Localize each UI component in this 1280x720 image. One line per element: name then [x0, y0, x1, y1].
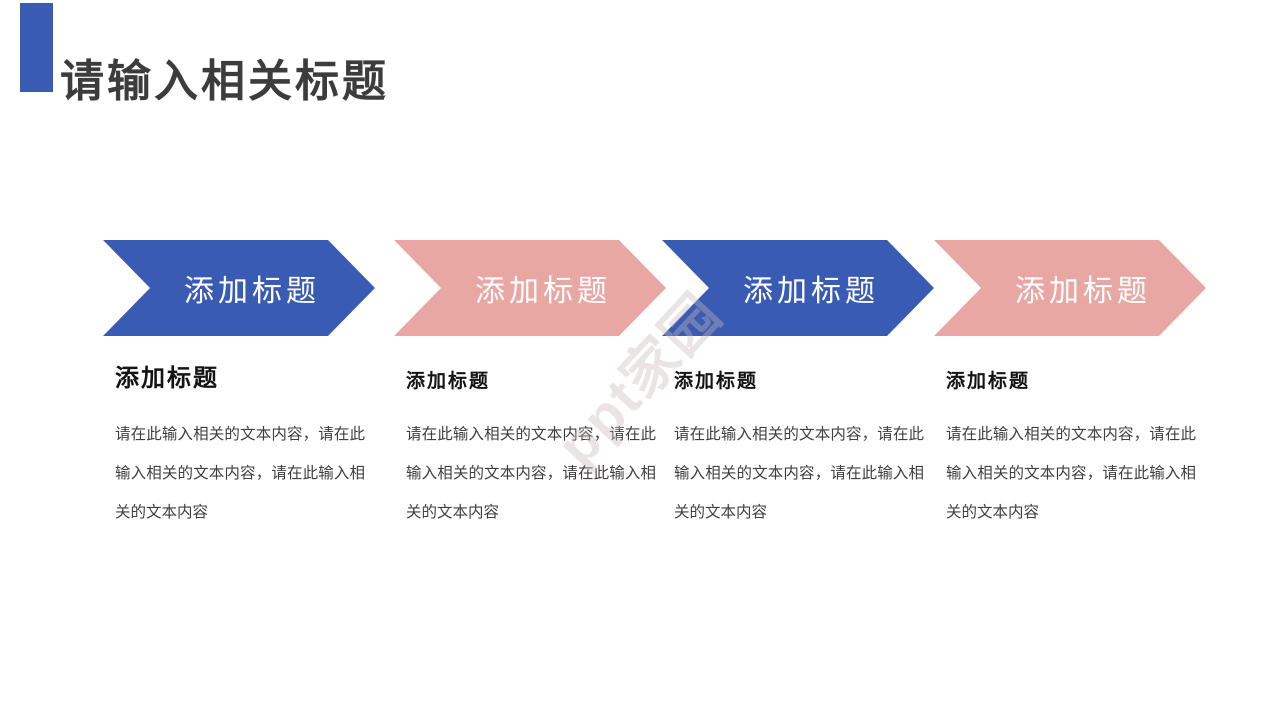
- chevron-arrow-shape: 添加标题: [103, 240, 375, 336]
- arrow-title-label: 添加标题: [1015, 275, 1151, 308]
- step-body-text: 请在此输入相关的文本内容，请在此输入相关的文本内容，请在此输入相关的文本内容: [115, 426, 365, 521]
- step-body-text: 请在此输入相关的文本内容，请在此输入相关的文本内容，请在此输入相关的文本内容: [406, 426, 656, 521]
- step-body-text: 请在此输入相关的文本内容，请在此输入相关的文本内容，请在此输入相关的文本内容: [946, 426, 1196, 521]
- title-accent-bar: [20, 3, 53, 92]
- chevron-arrow-shape: 添加标题: [394, 240, 666, 336]
- step-column-4: 添加标题 添加标题 请在此输入相关的文本内容，请在此输入相关的文本内容，请在此输…: [934, 240, 1206, 532]
- step-heading: 添加标题: [406, 371, 491, 392]
- chevron-arrow-shape: 添加标题: [934, 240, 1206, 336]
- step-column-2: 添加标题 添加标题 请在此输入相关的文本内容，请在此输入相关的文本内容，请在此输…: [394, 240, 666, 532]
- step-column-1: 添加标题 添加标题 请在此输入相关的文本内容，请在此输入相关的文本内容，请在此输…: [103, 240, 375, 532]
- arrow-title-label: 添加标题: [184, 275, 320, 308]
- arrow-title-label: 添加标题: [743, 275, 879, 308]
- step-body-text: 请在此输入相关的文本内容，请在此输入相关的文本内容，请在此输入相关的文本内容: [674, 426, 924, 521]
- step-heading: 添加标题: [115, 366, 219, 392]
- step-heading: 添加标题: [674, 371, 759, 392]
- step-heading: 添加标题: [946, 371, 1031, 392]
- arrow-title-label: 添加标题: [475, 275, 611, 308]
- chevron-arrow-shape: 添加标题: [662, 240, 934, 336]
- page-title: 请输入相关标题: [60, 57, 389, 107]
- step-column-3: 添加标题 添加标题 请在此输入相关的文本内容，请在此输入相关的文本内容，请在此输…: [662, 240, 934, 532]
